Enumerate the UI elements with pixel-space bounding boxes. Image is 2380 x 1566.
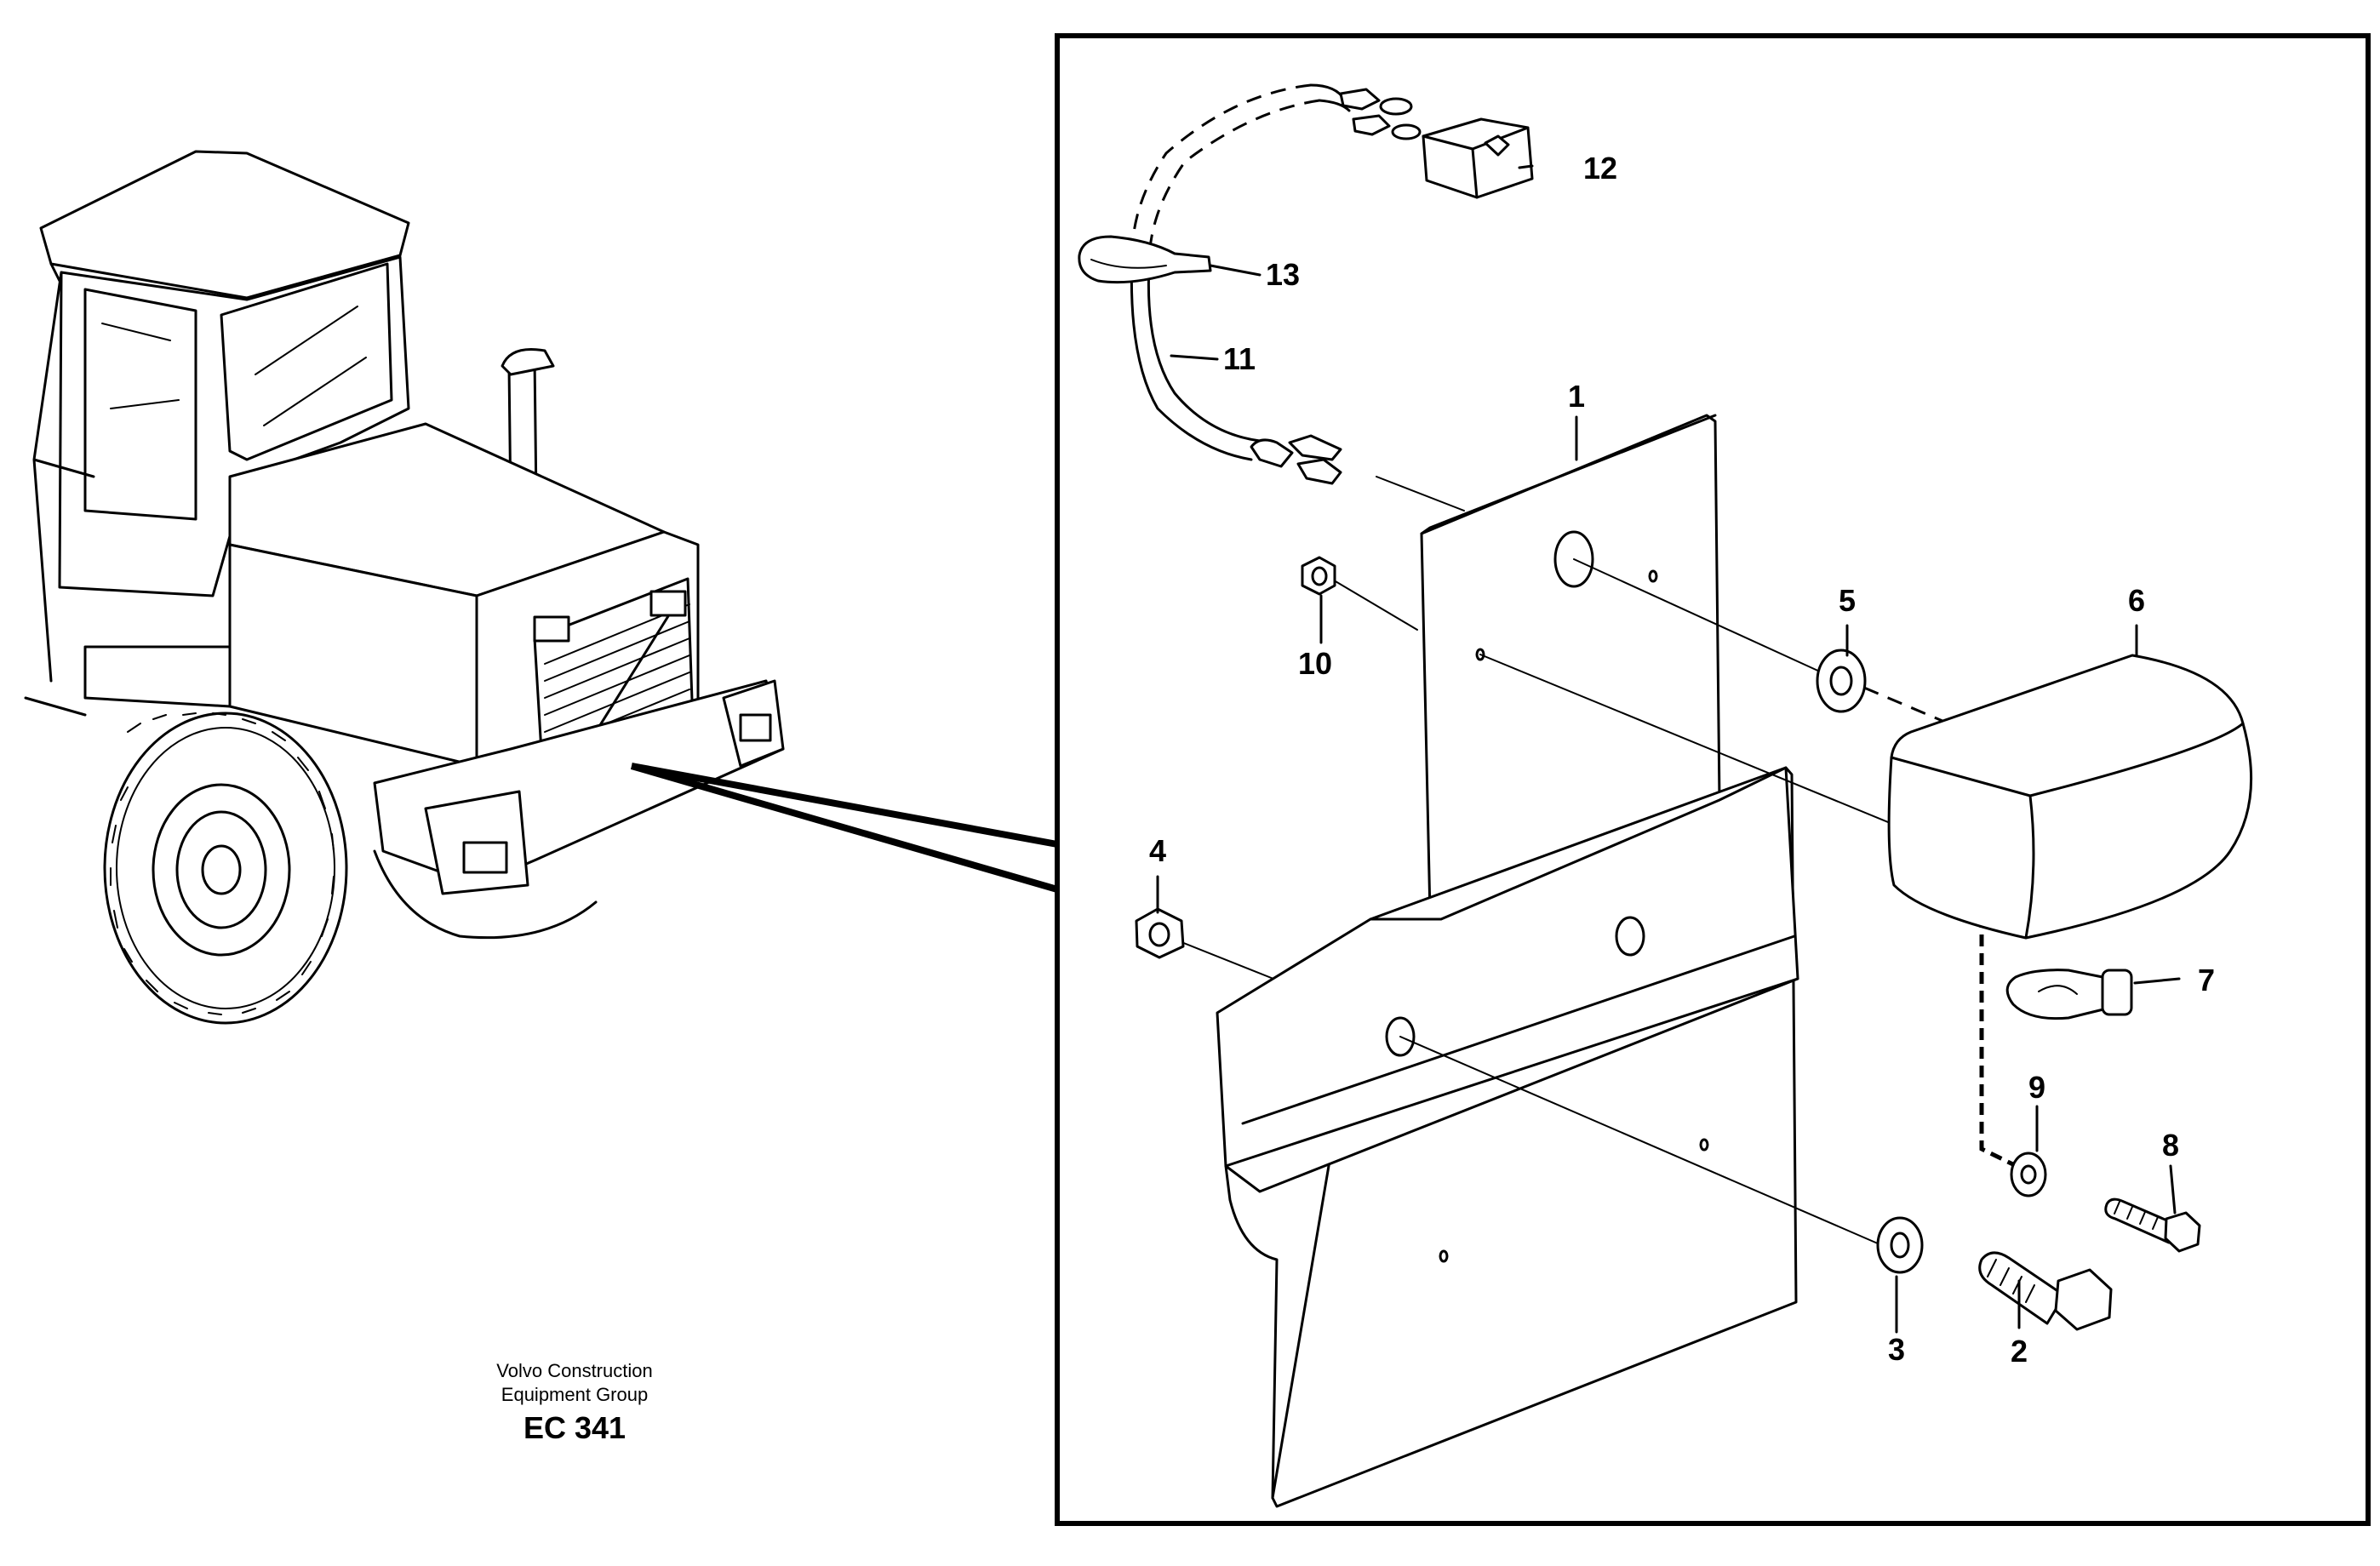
wheel-loader-illustration [24, 150, 785, 1025]
nut-10 [1301, 556, 1336, 596]
washer-9 [2010, 1152, 2047, 1197]
screw-8 [2104, 1197, 2201, 1253]
bulb-axis-line [1979, 860, 2023, 1171]
mounting-bracket [1216, 414, 1799, 1508]
callout-6: 6 [2128, 583, 2145, 618]
screw-2 [1978, 1251, 2113, 1331]
callout-8: 8 [2162, 1128, 2179, 1163]
callout-10: 10 [1298, 646, 1332, 681]
figure-code: EC 341 [523, 1410, 626, 1445]
callout-5: 5 [1839, 583, 1856, 618]
connector-housing [1422, 117, 1534, 199]
callout-4: 4 [1149, 833, 1166, 868]
detail-frame [1055, 33, 2371, 1526]
washer-5 [1816, 649, 1867, 713]
callout-11: 11 [1223, 341, 1256, 376]
callout-7: 7 [2198, 963, 2215, 997]
detail-leader [630, 763, 1059, 893]
assembly-lines [1181, 476, 1965, 1250]
callout-12: 12 [1583, 151, 1617, 186]
callout-9: 9 [2028, 1070, 2045, 1105]
callout-leaders [1156, 164, 2181, 1334]
bulb [2005, 969, 2133, 1020]
callout-3: 3 [1888, 1332, 1905, 1367]
callout-numbers: 1 2 3 4 5 6 7 8 9 10 11 12 13 [1149, 151, 2215, 1369]
credit-block: Volvo Construction Equipment Group EC 34… [496, 1360, 652, 1445]
front-tire [103, 712, 348, 1025]
callout-13: 13 [1266, 257, 1300, 292]
cable-tie [1078, 235, 1212, 284]
cable-harness [1130, 83, 1422, 485]
credit-line-2: Equipment Group [501, 1384, 648, 1405]
callout-2: 2 [2011, 1334, 2028, 1369]
washer-3 [1876, 1216, 1924, 1274]
lamp-housing [1887, 654, 2253, 940]
nut-4 [1135, 907, 1185, 959]
credit-line-1: Volvo Construction [496, 1360, 652, 1381]
callout-1: 1 [1568, 379, 1585, 414]
